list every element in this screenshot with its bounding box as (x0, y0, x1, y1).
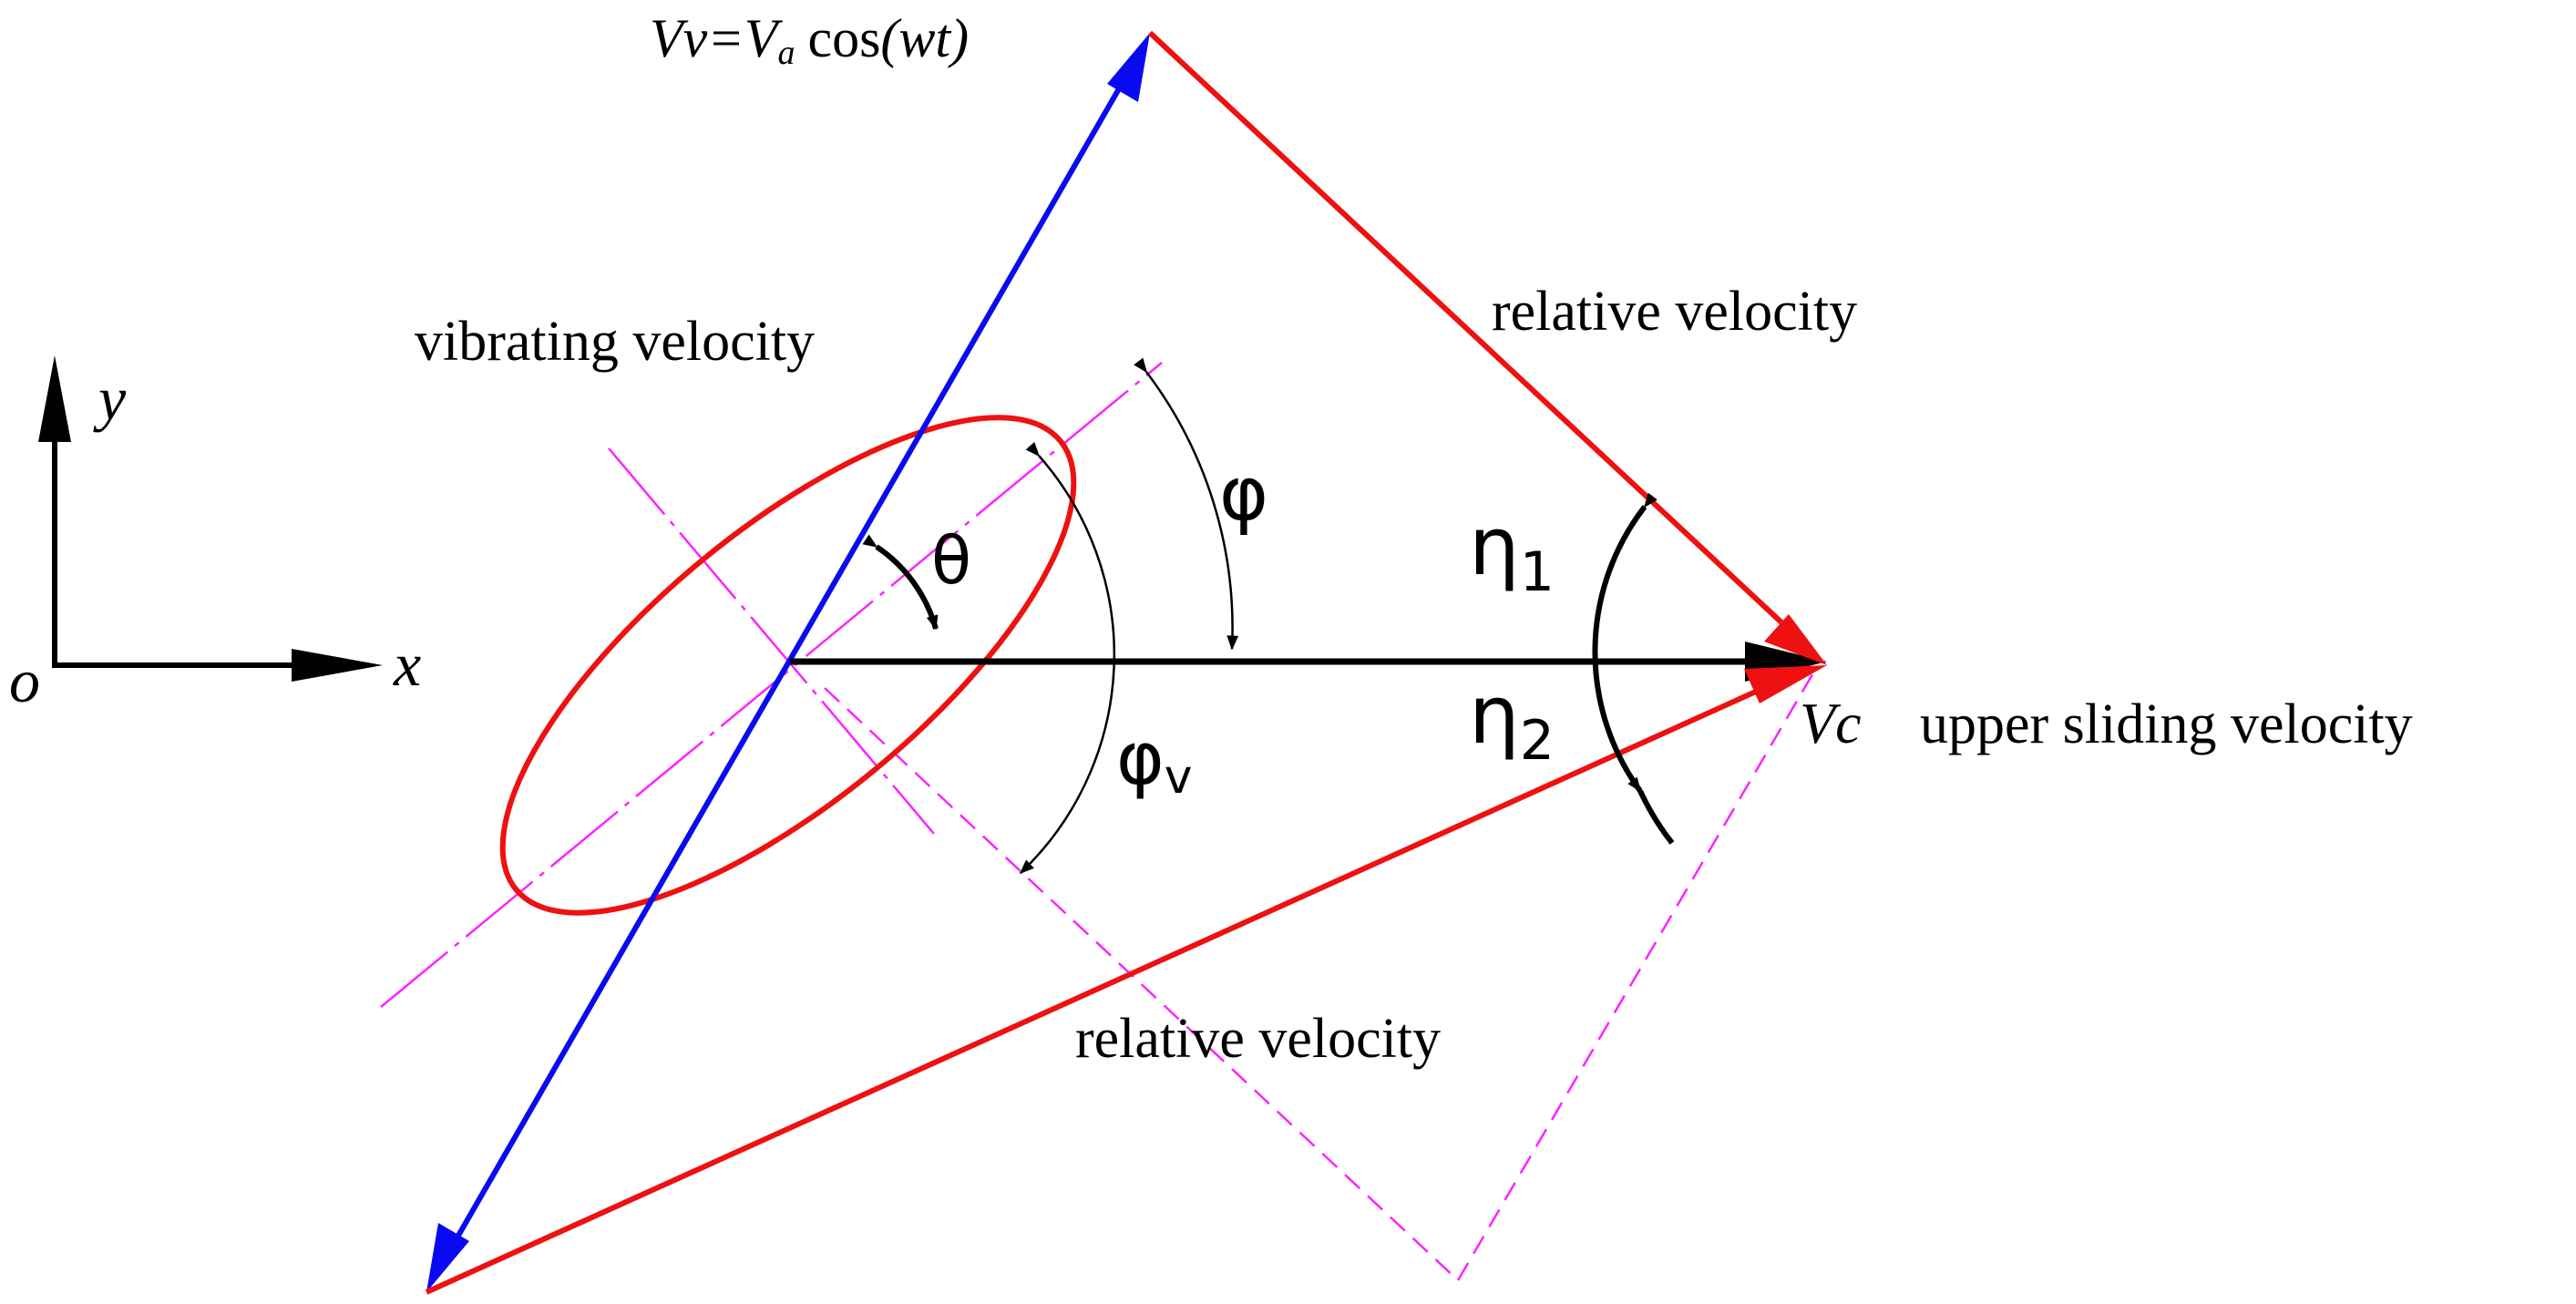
construction-lines (380, 362, 1820, 1281)
vibrating-velocity-arrowhead-bottom (426, 1223, 469, 1292)
sliding-velocity-vector (790, 642, 1827, 682)
upper-sliding-velocity-label: upper sliding velocity (1920, 693, 2413, 755)
vibrating-velocity-vector (426, 33, 1150, 1292)
eta2-arc-tail (1637, 789, 1675, 845)
eta1-label: η1 (1469, 499, 1555, 604)
eta-arc (1592, 492, 1657, 793)
elliptical-trajectory (499, 415, 1077, 916)
vv-formula-arg: (wt) (880, 8, 969, 68)
relative-velocity-bottom-arrowhead (1744, 665, 1827, 703)
vv-formula-va: V (744, 8, 784, 68)
vibrating-velocity-line (446, 71, 1131, 1255)
coordinate-axes: y x o (9, 355, 421, 715)
eta1-subscript: 1 (1520, 540, 1555, 604)
theta-label: θ (931, 522, 971, 599)
phi-label: φ (1219, 451, 1268, 538)
vibrating-velocity-label: vibrating velocity (415, 311, 815, 373)
relative-velocity-top-arrowhead (1764, 614, 1827, 665)
x-axis-label: x (393, 630, 421, 699)
relative-velocity-bottom-label: relative velocity (1075, 1008, 1441, 1070)
eta1-symbol: η (1469, 499, 1520, 593)
theta-arc (862, 534, 939, 631)
angle-arcs (862, 357, 1675, 875)
vv-formula-cos: cos (807, 8, 880, 68)
origin-label: o (9, 646, 40, 715)
y-axis-arrowhead (38, 355, 71, 442)
relative-velocity-top-label: relative velocity (1492, 281, 1857, 343)
ellipse-minor-axis (608, 447, 935, 835)
phi-v-subscript: v (1165, 750, 1193, 805)
eta2-label: η2 (1469, 668, 1555, 773)
vibrating-velocity-arrowhead-top (1107, 33, 1150, 102)
phi-v-arc (1019, 441, 1116, 875)
eta2-symbol: η (1469, 668, 1520, 762)
phi-v-symbol: φ (1116, 716, 1165, 801)
relative-velocity-bottom-line (425, 683, 1770, 1295)
vv-formula-prefix: Vv= (650, 8, 744, 68)
projection-line-to-apex (824, 687, 1459, 1281)
projection-line-to-vc (1456, 664, 1820, 1281)
phi-arc (1134, 357, 1239, 651)
relative-velocity-vector-top (1147, 30, 1827, 665)
phi-v-label: φv (1116, 716, 1193, 805)
vv-formula-va-sub: a (777, 34, 795, 72)
y-axis-label: y (93, 364, 127, 433)
x-axis-arrowhead (292, 649, 383, 682)
eta2-subscript: 2 (1520, 709, 1555, 773)
vc-label: Vc (1800, 691, 1862, 755)
relative-velocity-vector-bottom (425, 665, 1827, 1295)
relative-velocity-top-line (1147, 30, 1784, 625)
ellipse-major-axis (380, 362, 1163, 1008)
